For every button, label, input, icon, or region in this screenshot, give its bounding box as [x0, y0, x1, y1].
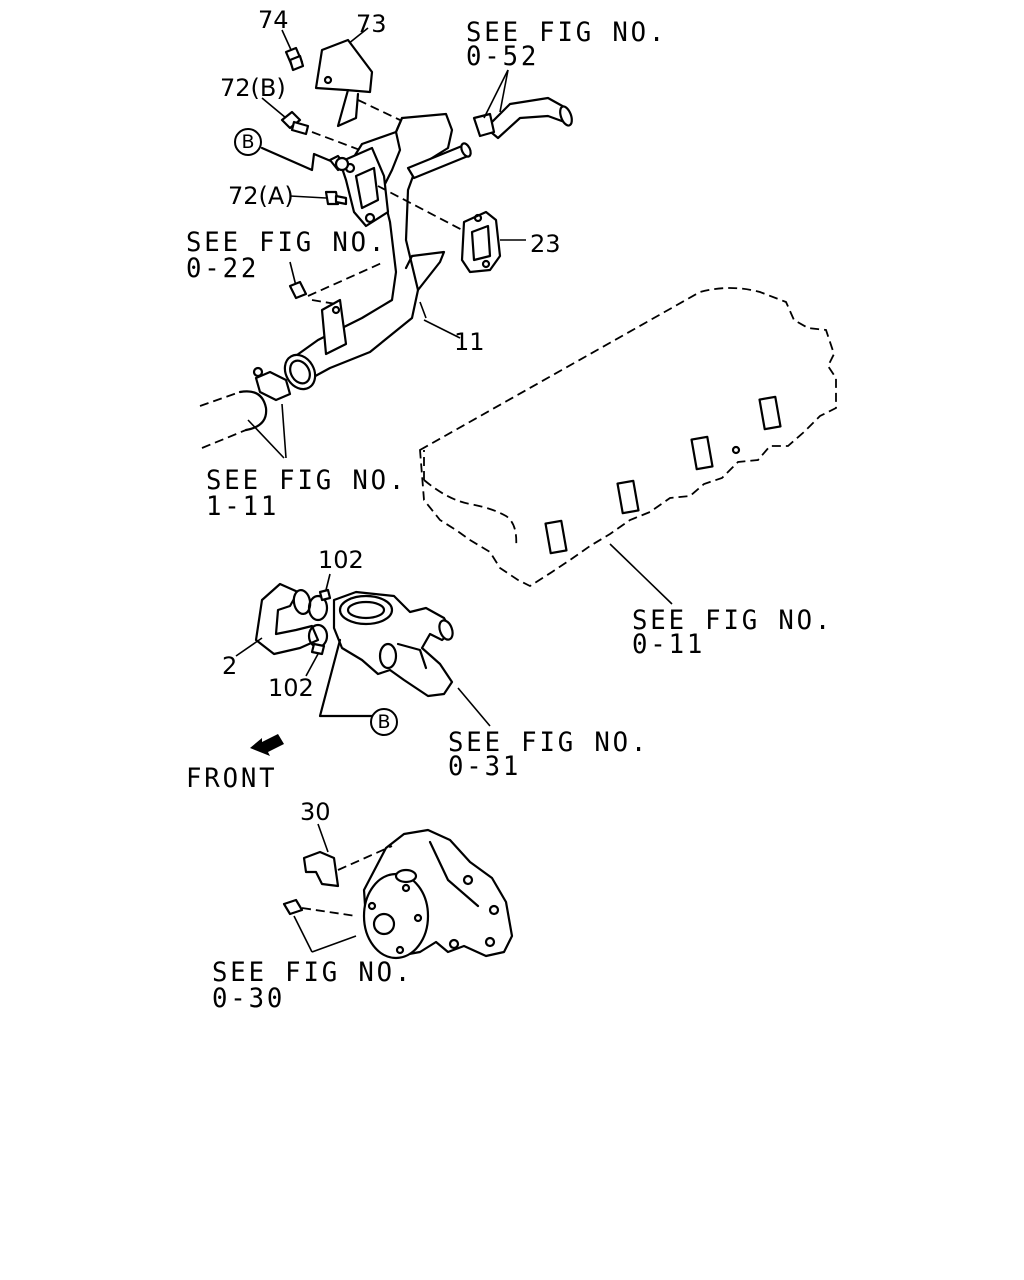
callout-74: 74: [258, 6, 289, 34]
hose-1-11: [199, 366, 292, 459]
ref-1-11-line1: SEE FIG NO.: [206, 465, 408, 496]
b-marker-top-lines: [260, 146, 350, 172]
marker-b-top: B: [234, 128, 262, 156]
water-pipe-11: [283, 112, 472, 391]
bolt-72b: [261, 97, 361, 151]
ref-0-52-line2: 0-52: [466, 41, 540, 72]
ref-0-11-line2: 0-11: [632, 629, 706, 660]
gasket-23: [377, 185, 526, 274]
ref-1-11-line2: 1-11: [206, 491, 280, 522]
marker-b-bottom: B: [370, 708, 398, 736]
clamps-102: [305, 573, 332, 677]
bracket-73: [314, 27, 401, 128]
callout-30: 30: [300, 798, 331, 826]
callout-72a: 72(A): [228, 182, 294, 210]
callout-72b: 72(B): [220, 74, 286, 102]
b-marker-bottom-lines: [318, 638, 374, 718]
callout-102-top: 102: [318, 546, 364, 574]
callout-11: 11: [454, 328, 485, 356]
callout-2: 2: [222, 652, 238, 680]
bolt-0-22: [288, 261, 385, 305]
ref-0-30-line2: 0-30: [212, 983, 286, 1014]
cylinder-head-0-11: [419, 287, 837, 605]
front-label: FRONT: [186, 763, 278, 794]
hose-2: [235, 582, 320, 657]
ref-0-31-line1: SEE FIG NO.: [448, 727, 650, 758]
water-pump-0-30: [282, 823, 514, 960]
hose-0-52: [472, 69, 573, 140]
callout-102-bottom: 102: [268, 674, 314, 702]
ref-0-30-line1: SEE FIG NO.: [212, 957, 414, 988]
callout-73: 73: [356, 10, 387, 38]
ref-0-52-line1: SEE FIG NO.: [466, 17, 668, 48]
ref-0-11-line1: SEE FIG NO.: [632, 605, 834, 636]
ref-0-22-line2: 0-22: [186, 253, 260, 284]
bolt-74: [281, 29, 305, 72]
bolt-72a: [289, 190, 348, 206]
thermostat-housing-0-31: [332, 590, 491, 727]
ref-0-22-line1: SEE FIG NO.: [186, 227, 388, 258]
ref-0-31-line2: 0-31: [448, 751, 522, 782]
callout-23: 23: [530, 230, 561, 258]
arrow-down-left-icon: [250, 734, 284, 756]
